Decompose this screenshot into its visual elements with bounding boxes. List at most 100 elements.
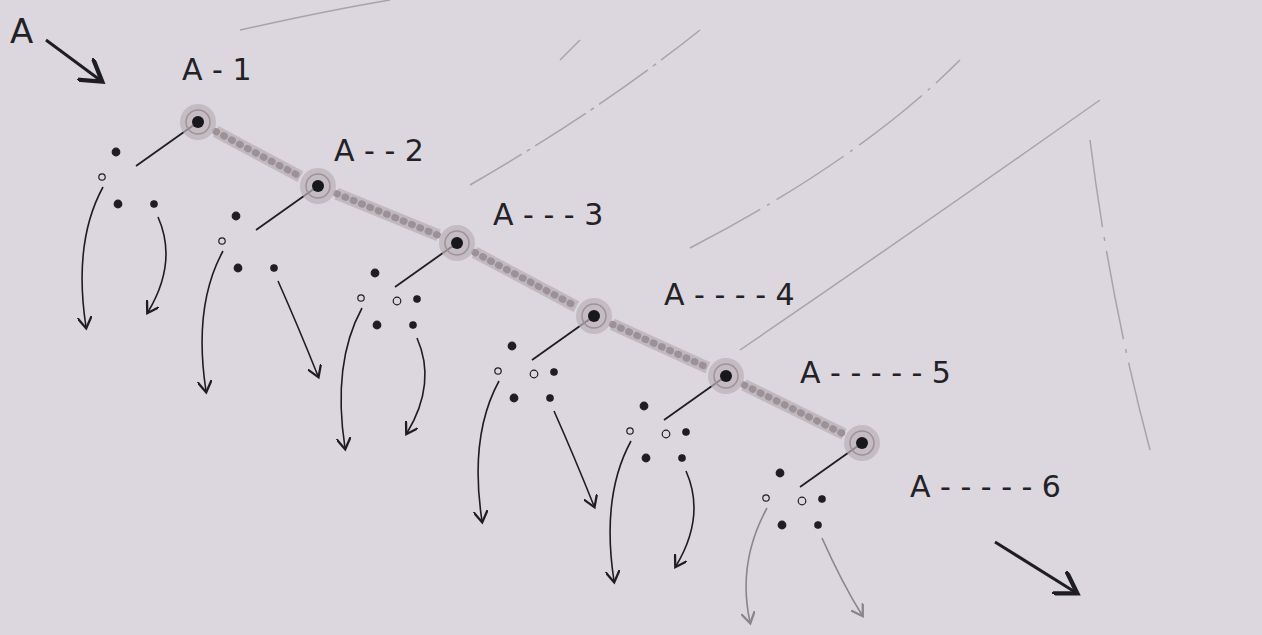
particle-dot <box>358 295 364 301</box>
particle-dot <box>234 264 242 272</box>
particle-dot <box>679 455 685 461</box>
node-label: A - 1 <box>182 55 252 85</box>
particle-dot <box>219 238 225 244</box>
chain-beads <box>337 194 439 236</box>
particle-dot <box>683 429 689 435</box>
bead-core <box>192 116 204 128</box>
fall-arrow <box>746 508 767 622</box>
fall-arrow <box>478 381 499 521</box>
node-label: A - - 2 <box>334 136 424 166</box>
particle-dot <box>99 174 105 180</box>
particle-dot <box>371 269 379 277</box>
bead-chain <box>337 194 439 236</box>
particle-dot <box>510 394 518 402</box>
particle-group <box>746 443 862 622</box>
particle-group <box>202 186 318 391</box>
particle-dot <box>495 368 501 374</box>
chain-beads <box>475 252 577 306</box>
fall-arrow <box>341 308 362 448</box>
particle-group <box>82 122 198 327</box>
particle-dot <box>232 212 240 220</box>
chain-band <box>337 194 439 236</box>
particle-clusters <box>82 122 862 622</box>
particle-dot <box>271 265 277 271</box>
bead-halo <box>300 168 336 204</box>
bead-circle <box>437 223 477 263</box>
bead-circle <box>842 423 882 463</box>
particle-group <box>341 243 457 448</box>
bead-node: A - - - - - 6 <box>842 423 882 463</box>
bead-core <box>856 437 868 449</box>
bead-node: A - - 2 <box>298 166 338 206</box>
fall-arrow <box>82 187 103 327</box>
particle-dot <box>112 148 120 156</box>
bead-ring <box>850 431 874 455</box>
fall-arrow <box>554 411 594 506</box>
direction-arrows <box>46 40 1075 592</box>
chain-beads <box>744 385 844 434</box>
node-label: A - - - - 4 <box>664 280 795 310</box>
bead-halo <box>180 104 216 140</box>
bead-circle <box>706 356 746 396</box>
particle-dot <box>114 200 122 208</box>
chain-beads <box>612 324 708 367</box>
fall-arrow <box>610 441 631 581</box>
fall-arrow <box>822 538 862 615</box>
particle-dot <box>798 497 806 505</box>
chain-band <box>475 252 577 306</box>
bead-core <box>451 237 463 249</box>
pencil-lines <box>240 0 1150 450</box>
particle-dot <box>819 496 825 502</box>
bead-chain <box>475 252 577 306</box>
particle-dot <box>373 321 381 329</box>
particle-dot <box>410 322 416 328</box>
chain-band <box>744 385 844 434</box>
fall-arrow <box>407 338 425 433</box>
bead-chain <box>216 131 301 176</box>
bead-chain <box>612 324 708 367</box>
bead-node: A - - - - - 5 <box>706 356 746 396</box>
particle-dot <box>778 521 786 529</box>
bead-ring <box>714 364 738 388</box>
chain-band <box>612 324 708 367</box>
bead-halo <box>844 425 880 461</box>
bead-node: A - 1 <box>178 102 218 142</box>
particle-dot <box>662 430 670 438</box>
fall-arrow <box>148 217 166 312</box>
bead-ring <box>582 304 606 328</box>
bead-ring <box>306 174 330 198</box>
bead-node: A - - - - 4 <box>574 296 614 336</box>
bead-halo <box>708 358 744 394</box>
particle-dot <box>414 296 420 302</box>
chain-band <box>216 131 301 176</box>
bead-ring <box>445 231 469 255</box>
fall-arrow <box>202 251 223 391</box>
particle-dot <box>627 428 633 434</box>
bead-core <box>720 370 732 382</box>
particle-dot <box>393 297 401 305</box>
bead-core <box>312 180 324 192</box>
bead-ring <box>186 110 210 134</box>
particle-dot <box>508 342 516 350</box>
fall-arrow <box>676 471 694 566</box>
particle-dot <box>776 469 784 477</box>
particle-dot <box>815 522 821 528</box>
chain-beads <box>216 131 301 176</box>
direction-label: A <box>10 14 33 48</box>
particle-dot <box>151 201 157 207</box>
fall-arrow <box>278 281 318 376</box>
particle-dot <box>763 495 769 501</box>
bead-node: A - - - 3 <box>437 223 477 263</box>
bead-halo <box>576 298 612 334</box>
node-label: A - - - - - 5 <box>800 358 951 388</box>
particle-dot <box>642 454 650 462</box>
particle-dot <box>640 402 648 410</box>
bead-chain <box>744 385 844 434</box>
particle-group <box>478 316 594 521</box>
particle-group <box>610 376 726 581</box>
bead-circle <box>298 166 338 206</box>
bead-core <box>588 310 600 322</box>
node-label: A - - - 3 <box>493 200 603 230</box>
